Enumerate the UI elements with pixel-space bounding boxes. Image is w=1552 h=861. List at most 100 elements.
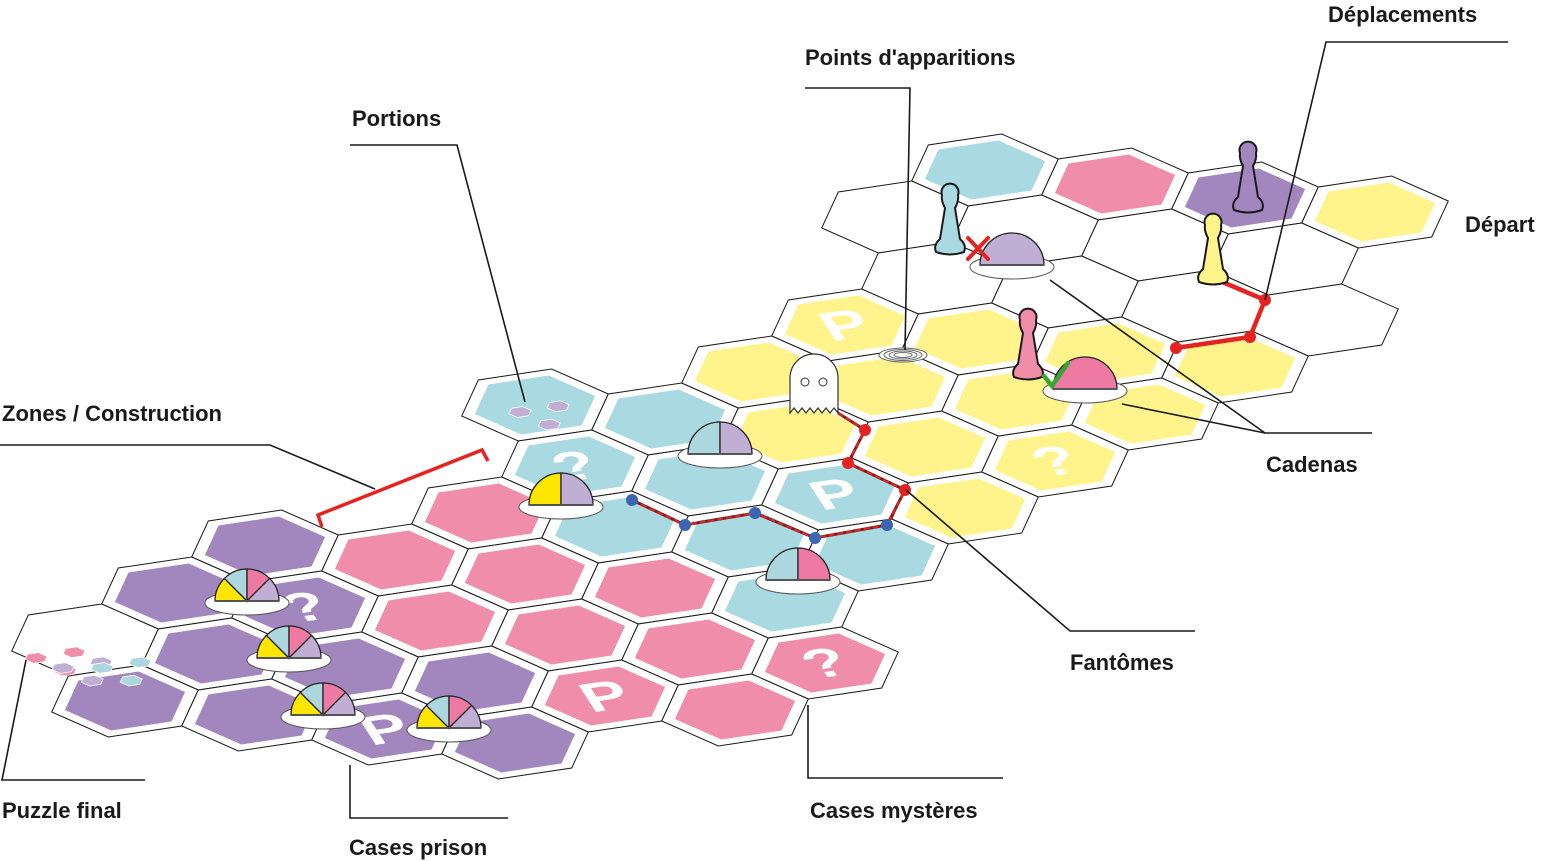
hex-fill-blue xyxy=(474,375,596,435)
label-portions: Portions xyxy=(352,106,441,131)
hex-tile-pink xyxy=(361,584,509,658)
hex-fill-pink xyxy=(464,544,586,604)
allowed-check-icon xyxy=(1041,360,1071,390)
piece-cell xyxy=(537,418,561,431)
zone-bracket xyxy=(315,447,490,528)
hex-fill-yellow xyxy=(824,356,946,416)
leader-cases-mysteres xyxy=(807,705,1003,779)
hex-fill-yellow xyxy=(904,478,1026,538)
hat-segment xyxy=(528,472,562,506)
leader-cadenas-2 xyxy=(1121,403,1266,434)
x-stroke xyxy=(966,236,990,261)
hat-segment xyxy=(687,421,721,455)
pawn-yellow-icon xyxy=(1197,212,1229,286)
puzzle-piece-blue-icon xyxy=(90,656,152,687)
lock-hat-four-color-icon xyxy=(280,682,366,730)
pawn-purple-icon xyxy=(1232,140,1264,214)
lock-hat-purple-icon xyxy=(969,232,1055,280)
ghost-node-blue xyxy=(809,532,821,544)
hex-tile-pink xyxy=(751,626,899,700)
label-cadenas: Cadenas xyxy=(1266,452,1358,477)
pawn-blue-icon xyxy=(934,182,966,256)
ghost-eye xyxy=(800,377,810,387)
leader-points-apparitions xyxy=(805,87,911,351)
hex-tile-pink xyxy=(621,612,769,686)
hex-fill-blue xyxy=(814,525,936,585)
hex-tile-pink xyxy=(1041,147,1189,221)
hex-fill-yellow xyxy=(994,431,1116,491)
ghost-node-red xyxy=(859,424,871,436)
lock-hat-four-color-icon xyxy=(246,625,332,673)
hex-fill-blue xyxy=(684,511,806,571)
hex-fill-yellow xyxy=(734,403,856,463)
hex-tile-yellow xyxy=(901,302,1049,376)
hat-segment xyxy=(765,547,799,581)
hex-fill-pink xyxy=(544,666,666,726)
hex-fill-pink xyxy=(1054,154,1176,214)
hex-tile-purple xyxy=(141,617,289,691)
spawn-point-icon xyxy=(878,347,928,363)
hat-segment xyxy=(797,547,831,581)
ghost-node-blue xyxy=(881,519,893,531)
hex-fill-yellow xyxy=(1314,182,1436,242)
ghost-node-red xyxy=(899,484,911,496)
hex-fill-purple xyxy=(154,624,276,684)
hex-tile-pink xyxy=(661,673,809,747)
spawn-ring xyxy=(893,352,913,358)
ghost-node-blue xyxy=(749,507,761,519)
label-deplacements: Déplacements xyxy=(1328,2,1477,27)
hat-segment xyxy=(560,472,594,506)
hex-fill-pink xyxy=(334,530,456,590)
lock-hat-blue-pink-icon xyxy=(755,547,841,595)
lock-hat-blue-purple-icon xyxy=(677,421,763,469)
hex-tile-pink xyxy=(531,659,679,733)
ghost-icon xyxy=(789,353,839,415)
label-cases-mysteres: Cases mystères xyxy=(810,798,978,823)
piece-cell xyxy=(128,656,152,669)
ghost-node-blue xyxy=(626,494,638,506)
hex-fill-blue xyxy=(774,464,896,524)
hex-tile-purple xyxy=(191,509,339,583)
spawn-ring xyxy=(888,350,918,360)
hex-tile-pink xyxy=(491,598,639,672)
leader-puzzle-final xyxy=(1,659,145,781)
label-puzzle-final: Puzzle final xyxy=(2,798,122,823)
hex-fill-purple xyxy=(194,685,316,745)
hex-fill-purple xyxy=(64,671,186,731)
hex-fill-pink xyxy=(634,619,756,679)
hex-tile-pink xyxy=(581,551,729,625)
hex-tile-pink xyxy=(321,523,469,597)
hex-tile-yellow xyxy=(1301,175,1449,249)
blocked-x-icon xyxy=(966,236,990,261)
hex-fill-pink xyxy=(424,483,546,543)
piece-cell xyxy=(51,662,75,674)
portion-piece-icon xyxy=(508,400,570,431)
leader-lines xyxy=(0,41,1508,819)
hex-fill-yellow xyxy=(914,309,1036,369)
hex-tile-yellow xyxy=(981,424,1129,498)
lock-hat-yellow-purple-icon xyxy=(518,472,604,520)
hex-tile-blue xyxy=(801,518,949,592)
piece-cell xyxy=(90,662,114,674)
hex-fill-pink xyxy=(764,633,886,693)
hex-fill-yellow xyxy=(1174,337,1296,397)
spawn-ring xyxy=(878,347,928,363)
ghost-eye xyxy=(818,377,828,387)
puzzle-piece-purple-icon xyxy=(51,656,113,687)
board-pieces xyxy=(24,140,1271,743)
hex-tile-yellow xyxy=(891,471,1039,545)
hex-fill-yellow xyxy=(864,417,986,477)
piece-cell xyxy=(546,400,570,413)
leader-zones xyxy=(0,444,376,490)
label-fantomes: Fantômes xyxy=(1070,650,1174,675)
piece-cell xyxy=(62,646,86,659)
hex-tile-pink xyxy=(451,537,599,611)
hex-fill-pink xyxy=(674,680,796,740)
hex-fill-pink xyxy=(504,605,626,665)
lock-hat-four-color-icon xyxy=(204,568,290,616)
movement-node xyxy=(1170,342,1182,354)
hex-fill-pink xyxy=(594,558,716,618)
movement-node xyxy=(1244,331,1256,343)
